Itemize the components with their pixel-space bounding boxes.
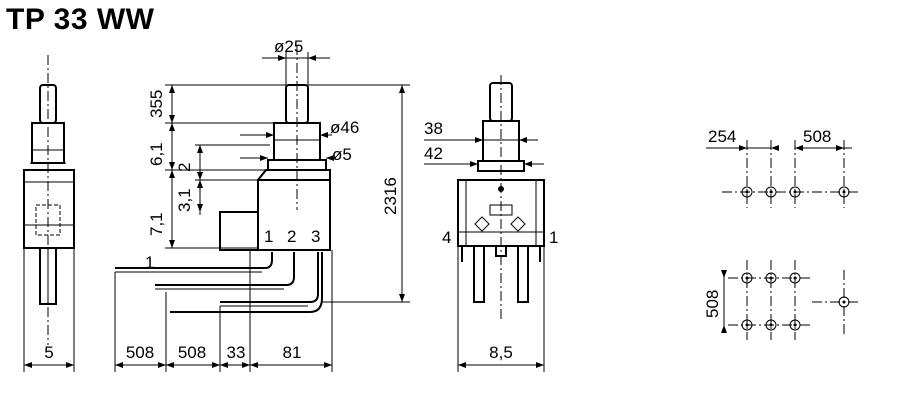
dim-offset: 33	[227, 343, 246, 362]
left-side-view: 5	[23, 55, 75, 372]
dim-pin-spacing-2: 508	[178, 343, 206, 362]
dim-right-38: 38	[424, 119, 443, 138]
dim-collar-dia: ø46	[330, 118, 359, 137]
side-label-right: 1	[549, 228, 558, 247]
dim-right-width: 8,5	[489, 343, 513, 362]
dim-collar-height: 6,1	[147, 142, 166, 166]
terminal-label-side-1: 1	[145, 253, 154, 272]
diagram-title: TP 33 WW	[6, 3, 155, 36]
pcb-hole-pattern-bottom: 508	[703, 260, 860, 340]
side-label-left: 4	[442, 228, 451, 247]
dim-body-length: 81	[283, 343, 302, 362]
dim-7-1: 7,1	[147, 212, 166, 236]
dim-pcb-508-top: 508	[803, 127, 831, 146]
dim-3-1: 3,1	[175, 188, 194, 212]
center-side-view: 1 2 3 1 ø25 ø46 ø5 355 6,1	[114, 37, 410, 372]
right-front-view: 4 1 38 42 8,5	[424, 75, 558, 372]
dim-pin-spacing-1: 508	[126, 343, 154, 362]
dim-2: 2	[175, 163, 194, 172]
dim-pcb-508-side: 508	[703, 290, 722, 318]
dim-right-42: 42	[424, 144, 443, 163]
dim-stem-dia: ø25	[274, 37, 303, 56]
pcb-hole-pattern-top: 254 508	[706, 127, 860, 208]
dim-total-height: 2316	[381, 177, 400, 215]
dim-stem-height: 355	[147, 90, 166, 118]
terminal-label-2: 2	[287, 227, 296, 246]
terminal-label-1: 1	[264, 227, 273, 246]
dim-pcb-254: 254	[708, 127, 736, 146]
terminal-label-3: 3	[311, 227, 320, 246]
dim-left-width: 5	[44, 343, 53, 362]
dim-shoulder-dia: ø5	[332, 145, 352, 164]
